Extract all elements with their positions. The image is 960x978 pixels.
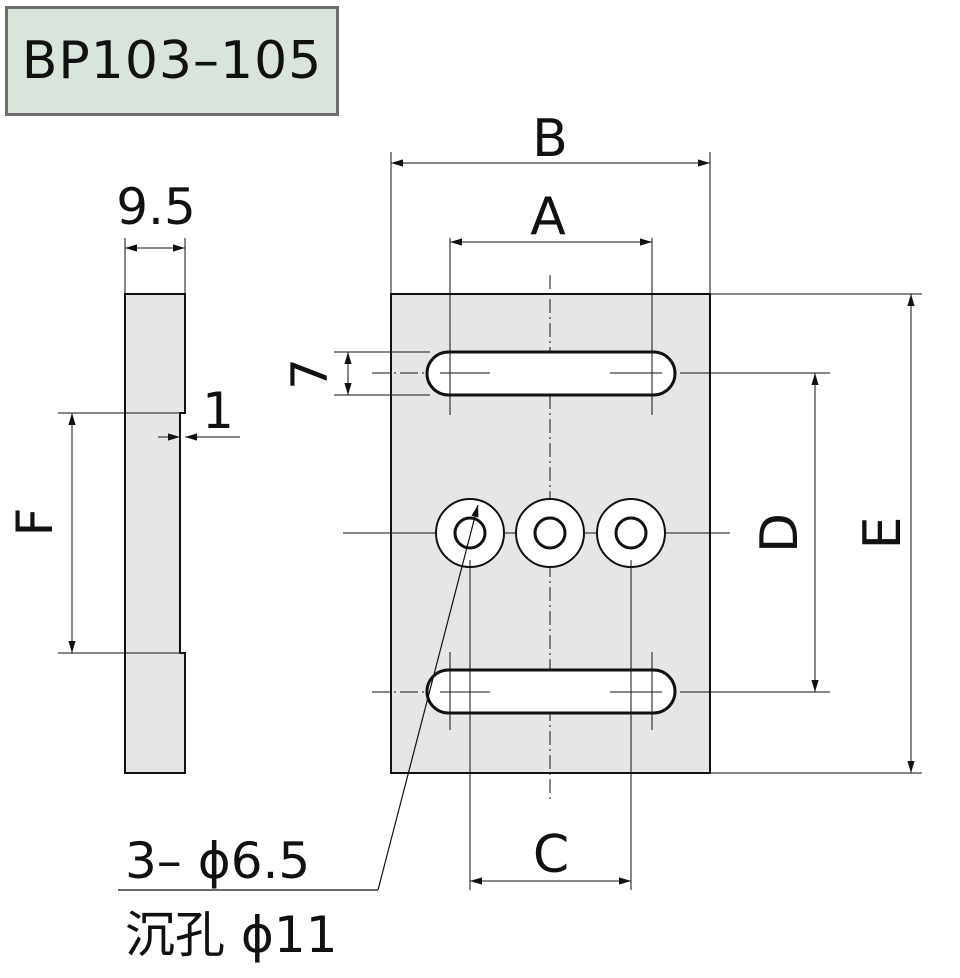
front-view: B A 7 D E C [118,109,922,891]
dim-thickness-label: 9.5 [116,178,196,236]
side-view-outline [124,293,186,774]
dim-b-label: B [532,109,568,169]
side-view: 9.5 1 F [6,178,240,774]
dim-f-label: F [6,508,64,537]
callout-counterbore: 沉孔 ϕ11 [125,906,338,964]
callout-hole-size: 3– ϕ6.5 [125,832,310,890]
dim-step-label: 1 [202,382,234,440]
slot-bottom [425,668,677,715]
counterbore-hole-1 [435,498,505,568]
dim-d-label: D [750,513,810,553]
dim-a-label: A [530,187,566,247]
part-number-title: BP103–105 [21,31,323,91]
title-box: BP103–105 [5,6,339,116]
callout-leader [377,504,479,891]
dim-c-label: C [533,825,569,885]
slot-top [425,350,677,397]
counterbore-hole-3 [596,498,666,568]
dim-e-label: E [853,517,913,550]
dim-slot-width-label: 7 [281,358,339,390]
counterbore-hole-2 [515,498,585,568]
